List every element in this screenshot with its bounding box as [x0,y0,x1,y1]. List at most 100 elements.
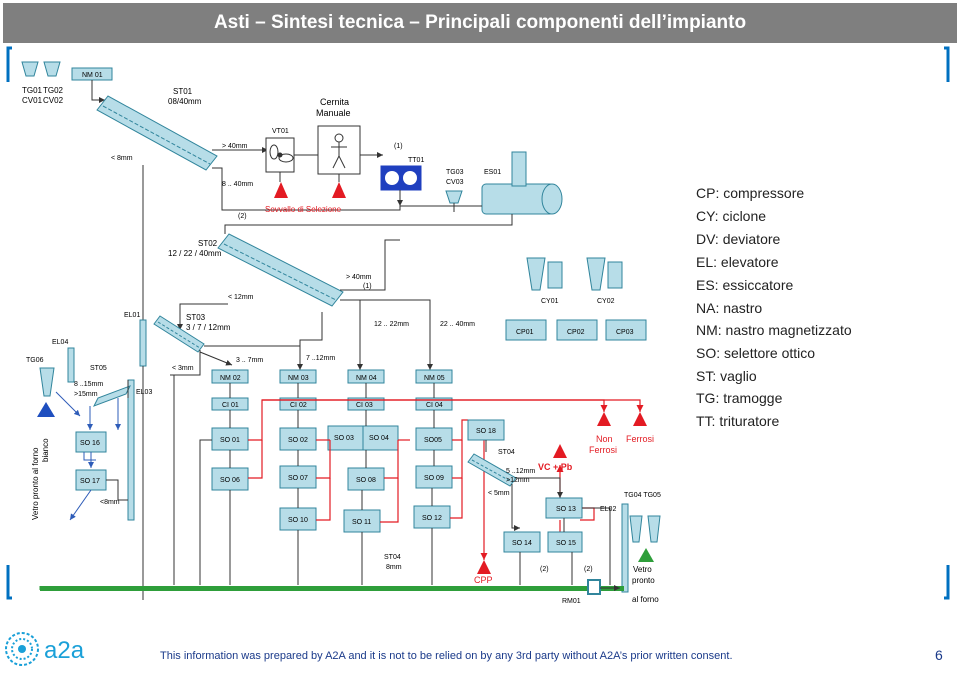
el03-label: EL03 [136,389,152,396]
st02-name: ST02 [198,239,218,248]
st05-label: ST05 [90,365,107,372]
st05-screen [92,385,132,407]
legend-item: ST: vaglio [696,368,757,384]
cy02-label: CY02 [597,298,615,305]
ci-boxes [211,397,453,411]
st01-size: 08/40mm [168,97,202,106]
so02-label: SO 02 [288,437,308,444]
r3-7-label: 3 .. 7mm [236,357,263,364]
st03-size: 3 / 7 / 12mm [186,323,231,332]
st03-name: ST03 [186,313,206,322]
vc-pb-marker [553,444,567,458]
so14-box [503,531,541,553]
lt8-label: < 8mm [111,155,133,162]
vetro-left-1: Vetro pronto al forno [31,447,40,520]
st02-size: 12 / 22 / 40mm [168,249,222,258]
gt40-label: > 40mm [222,143,248,150]
so08-label: SO 08 [356,477,376,484]
r7-12-label: 7 ..12mm [306,355,335,362]
vetro-out-1: Vetro [633,565,652,574]
operator-icon [331,133,347,169]
el02-label: EL02 [600,506,616,513]
label-tg01: TG01 [22,86,43,95]
so11-label: SO 11 [352,519,371,526]
tg03-label: TG03 [446,169,464,176]
slide-frame-brackets [6,46,950,600]
lt5-label: < 5mm [488,490,510,497]
gt40b-label: > 40mm [346,274,372,281]
r22-40-label: 22 .. 40mm [440,321,475,328]
ci04-label: CI 04 [426,402,443,409]
gt12-label: >12mm [506,477,530,484]
nm03-label: NM 03 [288,375,309,382]
vetro-out-2: pronto [632,576,655,585]
r8-40-label: 8 .. 40mm [222,181,253,188]
legend-item: NA: nastro [696,300,763,316]
cy01-label: CY01 [541,298,559,305]
cp03-label: CP03 [616,329,634,336]
so18-label: SO 18 [476,428,496,435]
page-number: 6 [935,647,943,663]
legend-item: EL: elevatore [696,254,779,270]
tt01-label: TT01 [408,157,424,164]
nm04-label: NM 04 [356,375,377,382]
footer-disclaimer: This information was prepared by A2A and… [160,650,733,662]
note1b-label: (1) [363,283,372,290]
nm02-label: NM 02 [220,375,241,382]
ci03-label: CI 03 [356,402,373,409]
cpp-label: CPP [474,575,493,585]
legend-item: DV: deviatore [696,231,781,247]
non-ferrosi-marker [597,412,611,426]
legend-item: TT: trituratore [696,413,780,429]
nm01-label: NM 01 [82,72,103,79]
cpp-marker [477,560,491,574]
so01-label: SO 01 [220,437,240,444]
legend-item: TG: tramogge [696,390,783,406]
r8-15-label: 8 ..15mm [74,381,103,388]
st04b-size: 8mm [386,564,402,571]
note2b-label: (2) [540,566,549,573]
st04b-label: ST04 [384,554,401,561]
note2c-label: (2) [584,566,593,573]
note1-label: (1) [394,143,403,150]
so10-label: SO 10 [288,517,308,524]
non-ferrosi-1: Non [596,434,613,444]
so15-label: SO 15 [556,540,576,547]
so03-label: SO 03 [334,435,354,442]
slide-title: Asti – Sintesi tecnica – Principali comp… [213,12,747,33]
main-conveyor [40,586,624,591]
compressors [505,319,647,341]
ferrosi-marker [633,412,647,426]
so04-label: SO 04 [369,435,389,442]
el01-label: EL01 [124,312,140,319]
es01-label: ES01 [484,169,501,176]
fan-icon [269,144,294,163]
st04-label: ST04 [498,449,515,456]
tg04-label: TG04 TG05 [624,492,661,499]
sovvallo-marker-2 [332,182,346,198]
sovvallo-marker-1 [274,182,288,198]
st02-screen [217,233,344,307]
el04-elevator [67,347,75,383]
logo-text: a2a [44,637,85,664]
cy02-cyclone [586,257,623,291]
crusher-roll-icon [403,171,417,185]
so16-label: SO 16 [80,440,100,447]
cv03-label: CV03 [446,179,464,186]
tg06-label: TG06 [26,357,44,364]
lt12-label: < 12mm [228,294,254,301]
so13-label: SO 13 [556,506,576,513]
vetro-out-3: al forno [632,595,659,604]
el03-elevator [127,379,135,521]
ferrosi-label: Ferrosi [626,434,654,444]
so14-label: SO 14 [512,540,532,547]
so05-label: SO05 [424,437,442,444]
vetro-out-marker [638,548,654,562]
output-marker-blue [37,402,55,417]
tg04-tg05-hoppers [629,515,661,543]
nm-conveyors [211,369,453,384]
so15-box [547,531,583,553]
vt01-label: VT01 [272,128,289,135]
so09-label: SO 09 [424,475,444,482]
